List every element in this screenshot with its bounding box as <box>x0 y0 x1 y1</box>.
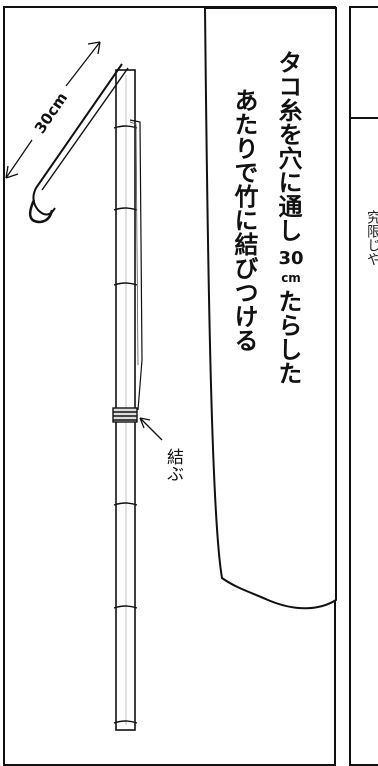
narration-col-1: タコ糸を穴に通し 30 cm たらした <box>274 50 306 385</box>
tie-knot <box>112 407 138 423</box>
narration-balloon <box>203 7 337 610</box>
tie-arrow <box>139 417 163 441</box>
narration-line2: あたりで竹に結びつける <box>230 88 258 352</box>
narration-line1: タコ糸を穴に通し <box>274 50 302 242</box>
bamboo-pole <box>112 69 138 731</box>
next-panel-text: 究限じや <box>365 210 378 266</box>
string <box>129 119 143 411</box>
narration-number: 30 <box>278 248 304 269</box>
right-panel <box>349 6 378 766</box>
narration-unit: cm <box>281 271 301 285</box>
tie-label: 結ぶ <box>163 448 183 482</box>
dimension-arrow <box>5 41 101 179</box>
narration-line1-tail: たらした <box>274 289 302 385</box>
hook-icon <box>28 199 54 224</box>
